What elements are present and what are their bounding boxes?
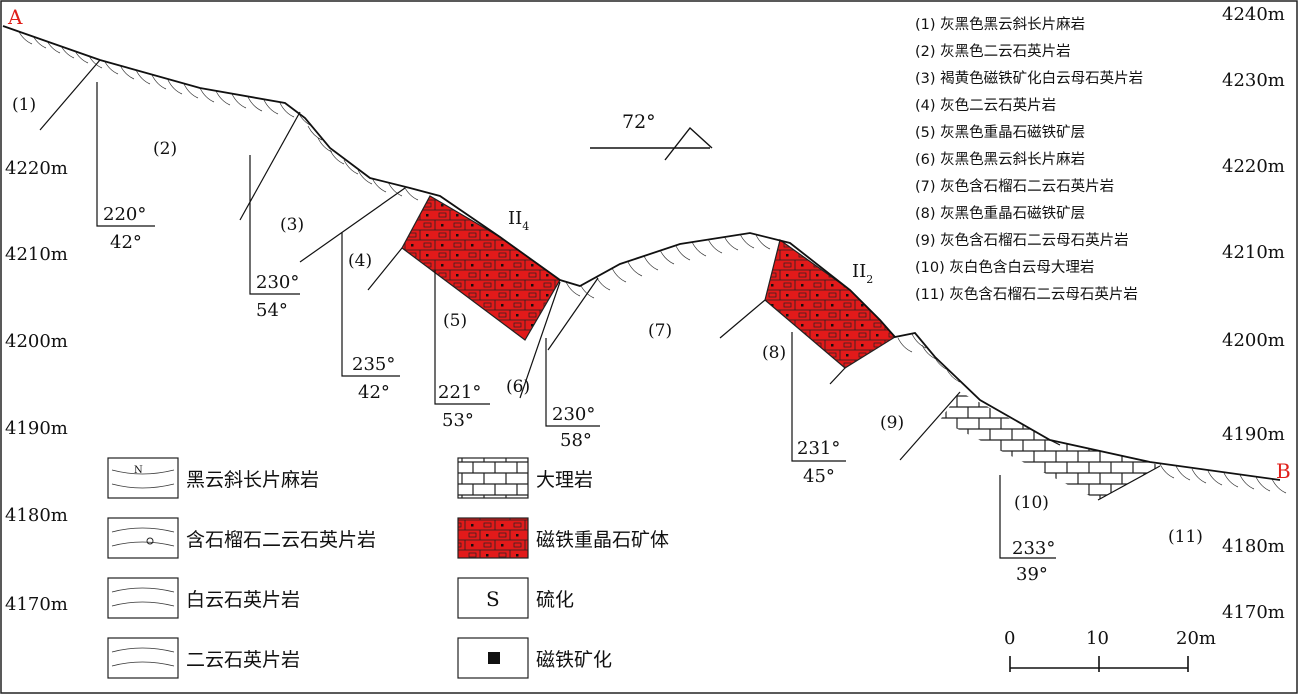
attitude-dip-direction: 230° — [256, 272, 299, 293]
attitude-dip-direction: 231° — [797, 438, 840, 459]
endpoint-end-label: B — [1276, 459, 1291, 483]
layer-label: (8) — [762, 343, 786, 363]
section-azimuth-symbol — [590, 126, 713, 161]
attitude-dip-angle: 45° — [803, 466, 835, 487]
layer-label: (6) — [506, 377, 530, 397]
orebody-label: II4 — [508, 208, 529, 233]
elevation-right-label: 4200m — [1222, 330, 1285, 351]
elevation-left-label: 4210m — [5, 244, 68, 265]
layer-description: (8) 灰黑色重晶石磁铁矿层 — [915, 205, 1085, 222]
layer-description: (1) 灰黑色黑云斜长片麻岩 — [915, 16, 1085, 33]
layer-label: (1) — [12, 95, 36, 115]
attitude-dip-direction: 220° — [103, 204, 146, 225]
elevation-right-label: 4220m — [1222, 156, 1285, 177]
layer-label: (7) — [648, 321, 672, 341]
elevation-right-label: 4240m — [1222, 4, 1285, 25]
scale-bar — [1009, 656, 1189, 672]
layer-description: (3) 褐黄色磁铁矿化白云母石英片岩 — [915, 69, 1143, 87]
layer-label: (2) — [153, 139, 177, 159]
layer-description: (4) 灰色二云石英片岩 — [915, 96, 1056, 114]
layer-label: (10) — [1014, 493, 1049, 513]
layer-description: (9) 灰色含石榴石二云母石英片岩 — [915, 231, 1129, 249]
attitude-dip-direction: 221° — [438, 382, 481, 403]
orebody-label: II2 — [852, 261, 873, 286]
endpoint-start-label: A — [7, 5, 23, 29]
elevation-left-label: 4180m — [5, 505, 68, 526]
attitude-dip-angle: 53° — [442, 410, 474, 431]
gneiss-symbol: N — [134, 465, 143, 476]
pattern-legend-label: 黑云斜长片麻岩 — [186, 469, 319, 491]
sulfide-symbol: S — [486, 587, 500, 611]
elevation-left-label: 4190m — [5, 418, 68, 439]
pattern-legend-label: 二云石英片岩 — [186, 649, 300, 671]
attitude-dip-direction: 235° — [352, 354, 395, 375]
attitude-dip-angle: 58° — [560, 430, 592, 451]
layer-description: (7) 灰色含石榴石二云石英片岩 — [915, 177, 1114, 195]
layer-label: (9) — [880, 413, 904, 433]
attitude-dip-angle: 54° — [256, 300, 288, 321]
layer-description: (2) 灰黑色二云石英片岩 — [915, 42, 1071, 60]
elevation-right-label: 4210m — [1222, 242, 1285, 263]
section-azimuth-label: 72° — [622, 111, 656, 133]
layer-label: (5) — [443, 311, 467, 331]
layer-label: (3) — [280, 215, 304, 235]
layer-description: (6) 灰黑色黑云斜长片麻岩 — [915, 151, 1085, 168]
layer-description: (10) 灰白色含白云母大理岩 — [915, 259, 1094, 276]
scale-tick-label: 20m — [1176, 628, 1216, 649]
elevation-left-label: 4220m — [5, 158, 68, 179]
elevation-left-label: 4170m — [5, 594, 68, 615]
foliation-hatching — [17, 29, 1287, 494]
layer-description: (11) 灰色含石榴石二云母石英片岩 — [915, 285, 1138, 303]
attitude-dip-angle: 42° — [110, 232, 142, 253]
pattern-legend-label: 磁铁重晶石矿体 — [536, 529, 669, 551]
layer-description-legend: (1) 灰黑色黑云斜长片麻岩 (2) 灰黑色二云石英片岩 (3) 褐黄色磁铁矿化… — [915, 16, 1143, 303]
elevation-right-label: 4190m — [1222, 424, 1285, 445]
elevation-right-label: 4180m — [1222, 536, 1285, 557]
attitude-dip-angle: 39° — [1016, 564, 1048, 585]
layer-description: (5) 灰黑色重晶石磁铁矿层 — [915, 124, 1085, 141]
attitude-brackets — [96, 82, 1056, 559]
attitude-dip-direction: 233° — [1012, 538, 1055, 559]
elevation-right-label: 4170m — [1222, 602, 1285, 623]
pattern-legend-label: 含石榴石二云石英片岩 — [186, 529, 376, 551]
layer-label: (11) — [1168, 527, 1203, 547]
pattern-legend-label: 白云石英片岩 — [186, 589, 300, 611]
layer-label: (4) — [348, 251, 372, 271]
pattern-legend-label: 大理岩 — [536, 469, 593, 491]
elevation-right-label: 4230m — [1222, 70, 1285, 91]
attitude-dip-angle: 42° — [358, 382, 390, 403]
scale-tick-label: 0 — [1004, 628, 1015, 649]
attitude-dip-direction: 230° — [552, 404, 595, 425]
magnetite-symbol — [488, 652, 500, 664]
pattern-legend-label: 磁铁矿化 — [536, 649, 612, 671]
elevation-left-label: 4200m — [5, 331, 68, 352]
pattern-legend-label: 硫化 — [536, 589, 574, 611]
scale-tick-label: 10 — [1086, 628, 1109, 649]
surface-profile — [2, 25, 1281, 481]
